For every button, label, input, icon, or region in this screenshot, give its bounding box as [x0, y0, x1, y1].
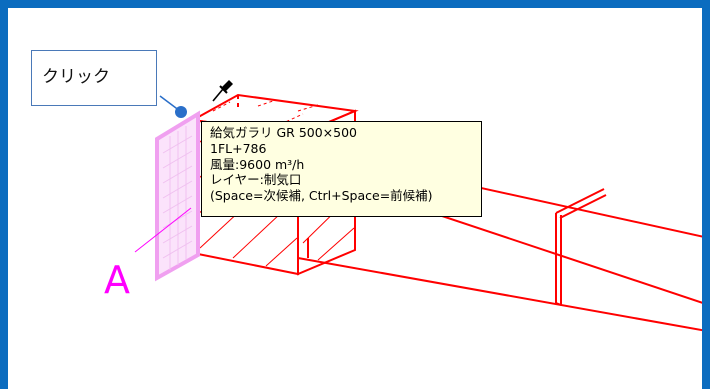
eyedropper-icon — [212, 80, 233, 102]
supply-grille-selected[interactable] — [155, 110, 200, 282]
annotation-leader — [134, 207, 192, 253]
callout-dot — [175, 106, 187, 118]
click-callout-box: クリック — [31, 50, 157, 106]
tooltip-line-hint: (Space=次候補, Ctrl+Space=前候補) — [210, 188, 433, 204]
duct-flange[interactable] — [555, 188, 607, 306]
tooltip-line-elevation: 1FL+786 — [210, 140, 267, 156]
tooltip-line-airflow: 風量:9600 m³/h — [210, 156, 305, 172]
object-tooltip: 給気ガラリ GR 500×500 1FL+786 風量:9600 m³/h レイ… — [201, 121, 482, 217]
tooltip-line-name: 給気ガラリ GR 500×500 — [210, 125, 358, 140]
tooltip-line-layer: レイヤー:制気口 — [210, 172, 302, 188]
callout-label: クリック — [42, 67, 110, 87]
annotation-label-a: A — [104, 258, 130, 302]
